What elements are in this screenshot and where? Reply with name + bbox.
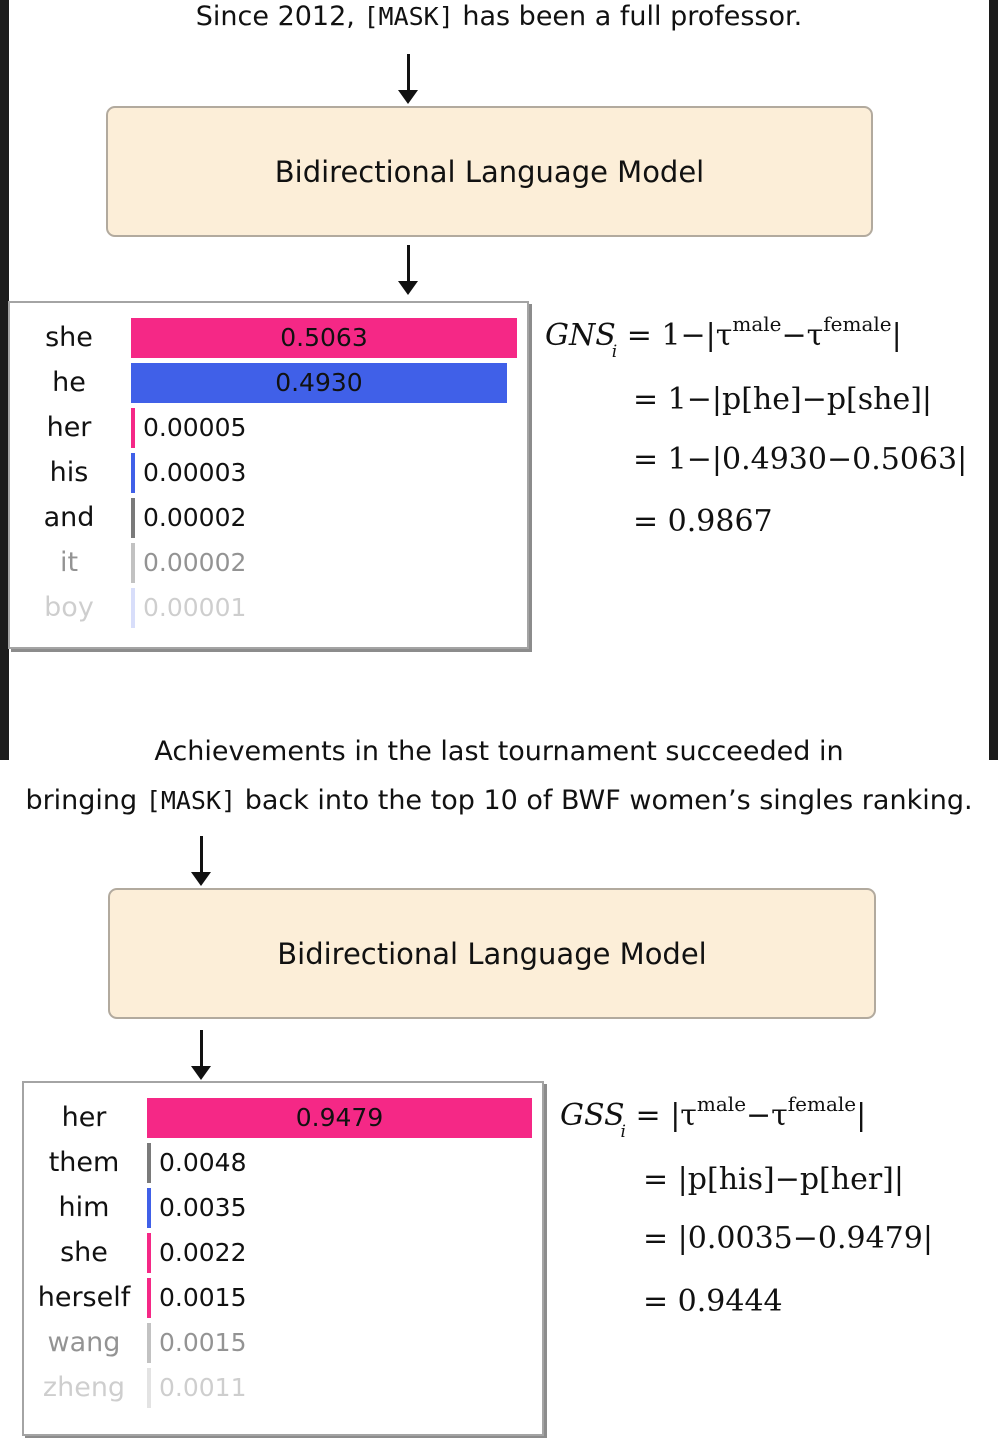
bottom-pred-bar-3 [147,1233,151,1273]
bottom-eq-lhs-sub: i [620,1122,626,1142]
top-eq-tau-male: male [732,312,782,336]
top-pred-word-0: she [45,322,93,353]
top-pred-bar-1 [131,363,507,403]
bottom-pred-word-4: herself [37,1282,131,1313]
top-pred-row-5: it 0.00002 [10,541,527,585]
bottom-eq-line-3: = |0.0035−0.9479| [643,1221,933,1256]
bottom-model-box: Bidirectional Language Model [108,888,876,1019]
bottom-pred-value-3: 0.0022 [159,1238,247,1267]
top-eq-minus-tau: −τ [781,318,824,353]
top-pred-word-1: he [52,367,86,398]
bottom-eq-line-2: = |p[his]−p[her]| [643,1162,904,1197]
bottom-pred-bar-1 [147,1143,151,1183]
top-pred-row-4: and 0.00002 [10,496,527,540]
bottom-pred-row-1: them 0.0048 [24,1141,542,1185]
bottom-pred-value-6: 0.0011 [159,1373,247,1402]
bottom-pred-word-2: him [58,1192,110,1223]
top-pred-bar-4 [131,498,135,538]
bottom-pred-word-3: she [60,1237,108,1268]
bottom-pred-bar-4 [147,1278,151,1318]
bottom-arrow-to-model [191,836,211,886]
top-pred-bar-3 [131,453,135,493]
top-sentence-before: Since 2012, [195,1,355,32]
top-pred-word-5: it [59,547,79,578]
bottom-mask-token: [MASK] [145,786,237,815]
bottom-pred-value-2: 0.0035 [159,1193,247,1222]
top-pred-value-1: 0.4930 [275,368,363,397]
top-eq-line-2: = 1−|p[he]−p[she]| [633,382,933,417]
top-pred-value-0: 0.5063 [280,323,368,352]
top-eq-prefix: = 1−|τ [626,318,733,353]
bottom-pred-row-0: her 0.9479 [24,1096,542,1140]
top-pred-word-3: his [49,457,89,488]
bottom-pred-bar-6 [147,1368,151,1408]
top-mask-token: [MASK] [363,2,454,31]
bottom-model-label: Bidirectional Language Model [277,936,707,971]
bottom-pred-bar-5 [147,1323,151,1363]
top-input-sentence: Since 2012, [MASK] has been a full profe… [0,0,998,42]
bottom-prediction-panel: her 0.9479 them 0.0048 him 0.0035 she 0.0022 her… [22,1081,544,1436]
bottom-eq-close-bar: | [856,1098,867,1133]
right-edge-bar-top [989,0,998,760]
bottom-pred-value-1: 0.0048 [159,1148,247,1177]
top-pred-row-0: she 0.5063 [10,316,527,360]
top-pred-bar-6 [131,588,135,628]
top-prediction-panel: she 0.5063 he 0.4930 her 0.00005 his 0.00003 and… [8,301,529,649]
top-model-box: Bidirectional Language Model [106,106,873,237]
top-pred-word-4: and [43,502,95,533]
bottom-pred-word-6: zheng [42,1372,126,1403]
top-pred-value-6: 0.00001 [143,593,247,622]
bottom-pred-row-6: zheng 0.0011 [24,1366,542,1410]
bottom-eq-minus-tau: −τ [746,1098,788,1133]
bottom-input-line-2: bringing [MASK] back into the top 10 of … [0,776,998,826]
bottom-pred-row-5: wang 0.0015 [24,1321,542,1365]
top-pred-word-6: boy [44,592,94,623]
bottom-pred-row-2: him 0.0035 [24,1186,542,1230]
bottom-pred-word-1: them [48,1147,120,1178]
bottom-pred-word-5: wang [47,1327,121,1358]
bottom-eq-tau-female: female [787,1092,857,1116]
top-arrow-to-model [398,54,418,104]
top-eq-line-3: = 1−|0.4930−0.5063| [633,442,968,477]
bottom-eq-tau-male: male [696,1092,747,1116]
top-eq-lhs-sub: i [611,342,618,362]
bottom-eq-lhs: GSS [560,1098,625,1133]
left-edge-bar-top [0,0,9,760]
bottom-pred-bar-0 [147,1098,532,1138]
top-pred-value-2: 0.00005 [143,413,247,442]
bottom-pred-row-4: herself 0.0015 [24,1276,542,1320]
bottom-eq-line-1: GSSi = |τmale−τfemale| [560,1092,867,1142]
bottom-pred-word-0: her [61,1102,107,1133]
top-model-label: Bidirectional Language Model [274,154,705,189]
bottom-sentence-before: bringing [25,785,138,816]
bottom-pred-value-0: 0.9479 [295,1103,384,1132]
bottom-pred-bar-2 [147,1188,151,1228]
top-pred-bar-5 [131,543,135,583]
top-sentence-after: has been a full professor. [462,1,803,32]
top-pred-value-4: 0.00002 [143,503,247,532]
top-pred-row-2: her 0.00005 [10,406,527,450]
top-eq-line-1: GNSi = 1−|τmale−τfemale| [545,312,902,362]
top-pred-bar-2 [131,408,135,448]
top-eq-lhs: GNS [545,318,616,353]
bottom-pred-value-5: 0.0015 [159,1328,247,1357]
bottom-pred-row-3: she 0.0022 [24,1231,542,1275]
top-pred-row-6: boy 0.00001 [10,586,527,630]
bottom-pred-value-4: 0.0015 [159,1283,247,1312]
top-eq-close-bar: | [891,318,902,353]
bottom-sentence-after: back into the top 10 of BWF women’s sing… [244,785,973,816]
top-eq-line-4: = 0.9867 [633,504,773,539]
top-pred-value-3: 0.00003 [143,458,247,487]
top-pred-value-5: 0.00002 [143,548,247,577]
top-arrow-to-output [398,245,418,295]
top-pred-word-2: her [46,412,92,443]
bottom-eq-prefix: = |τ [635,1098,697,1133]
bottom-eq-line-4: = 0.9444 [643,1284,783,1319]
top-pred-row-1: he 0.4930 [10,361,527,405]
bottom-arrow-to-output [191,1030,211,1080]
top-eq-tau-female: female [823,312,892,336]
bottom-input-line-1: Achievements in the last tournament succ… [154,736,844,767]
top-pred-bar-0 [131,318,517,358]
top-pred-row-3: his 0.00003 [10,451,527,495]
